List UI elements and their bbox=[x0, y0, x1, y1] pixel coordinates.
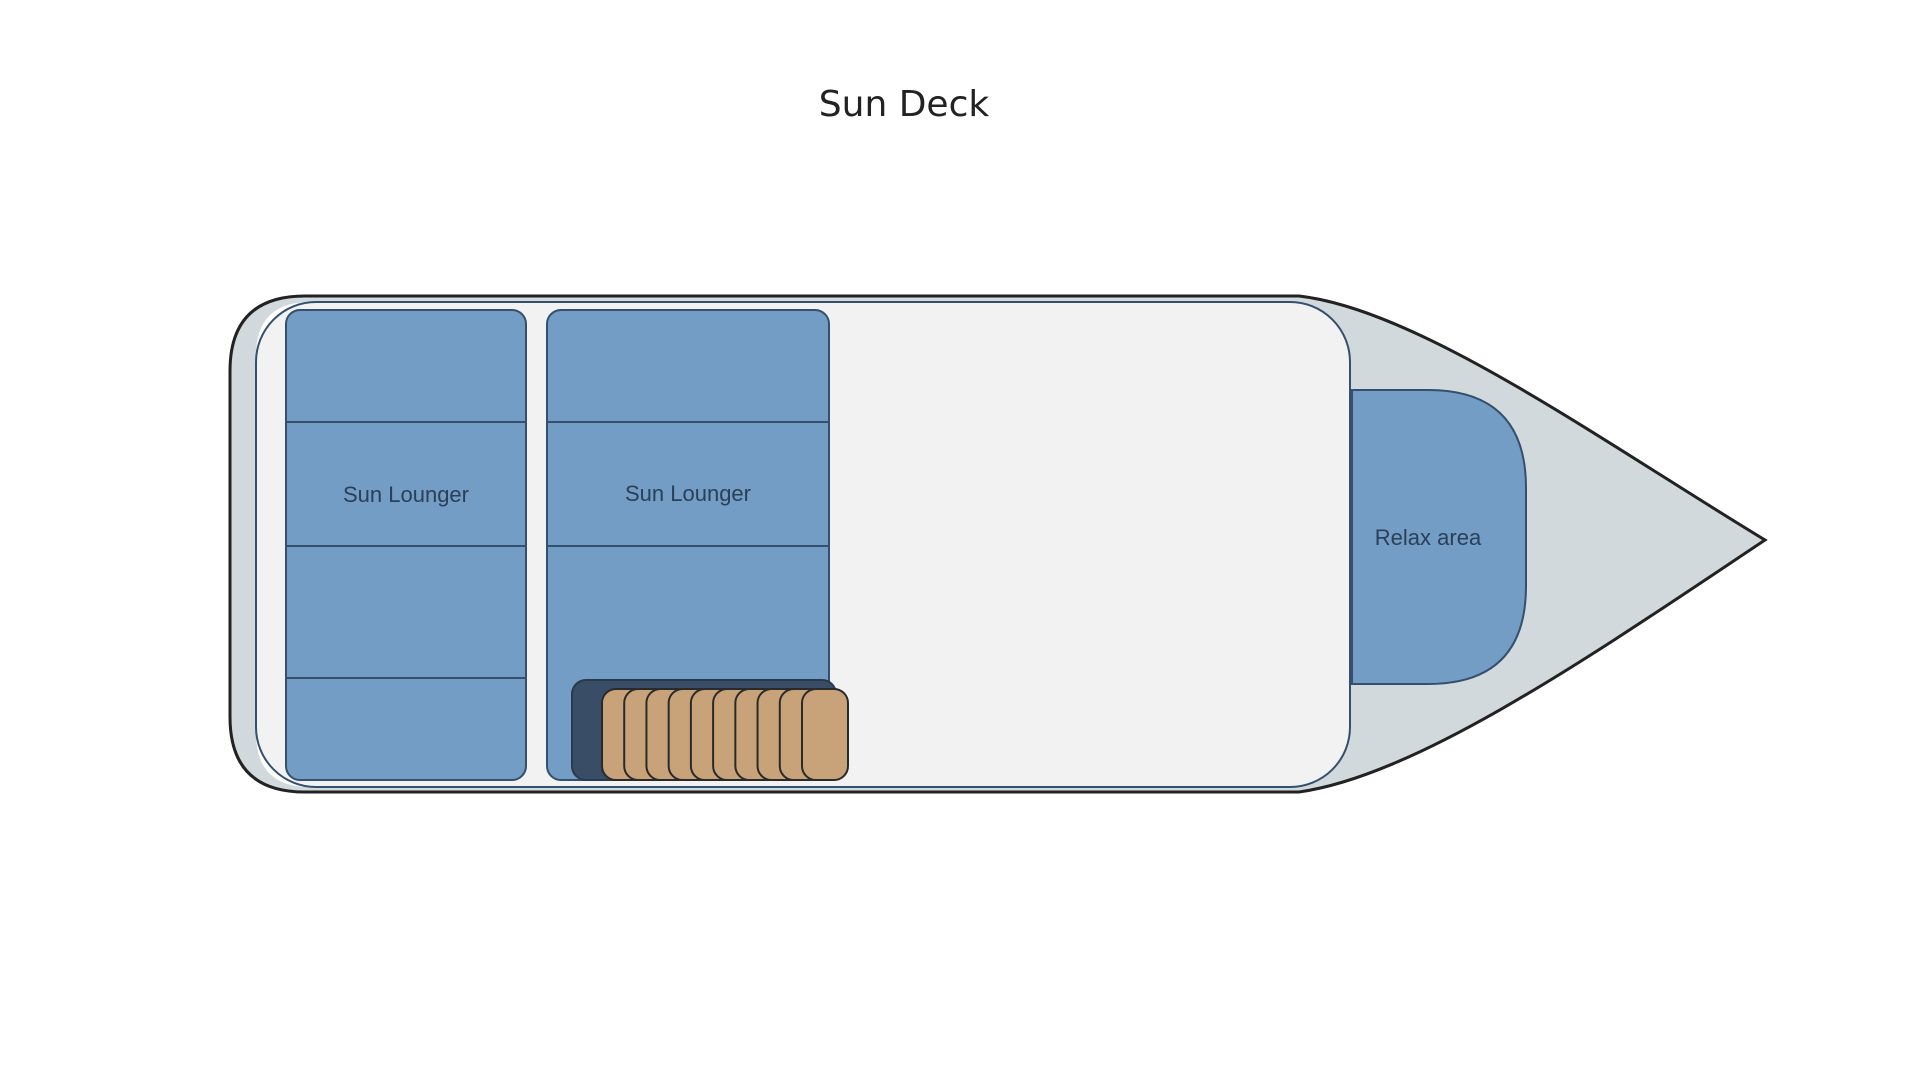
relax-area[interactable]: Relax area bbox=[1351, 389, 1527, 685]
sun-lounger-1[interactable]: Sun Lounger bbox=[285, 309, 527, 781]
sun-lounger-2-label: Sun Lounger bbox=[625, 481, 751, 506]
page-title: Sun Deck bbox=[819, 84, 990, 125]
stair-step bbox=[801, 688, 849, 781]
stairs bbox=[571, 679, 849, 781]
relax-area-label: Relax area bbox=[1375, 525, 1482, 550]
sun-lounger-2[interactable]: Sun Lounger bbox=[546, 309, 830, 781]
sun-lounger-1-label: Sun Lounger bbox=[343, 482, 469, 507]
